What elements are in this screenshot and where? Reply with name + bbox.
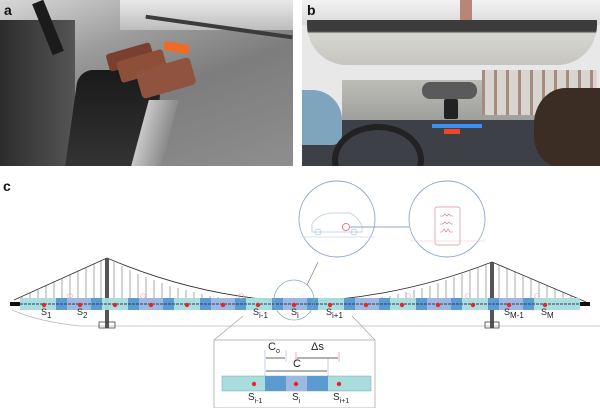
signal-trace-1 (440, 213, 453, 217)
car-callout-circle (298, 180, 376, 258)
photo-dashboard (0, 0, 293, 166)
segment-label-si-1: Si-1 (253, 307, 268, 320)
car-markers (67, 293, 540, 299)
inset-label-si: Si (292, 392, 301, 405)
rearview-mirror (422, 82, 477, 99)
segment-label-sm-1: SM-1 (504, 307, 524, 320)
orange-sensor-on-dash (444, 129, 460, 134)
steering-column (0, 20, 75, 166)
segment-label-si: Si (291, 307, 299, 320)
inset-label-si+1: Si+1 (333, 392, 350, 405)
bridge-tower (460, 0, 472, 22)
signal-trace-2 (440, 221, 453, 225)
label-c-overlap: Co (268, 341, 280, 356)
segment-label-sm: SM (541, 307, 554, 320)
panel-label-a: a (4, 2, 12, 18)
left-back-cable (13, 257, 108, 301)
segment-label-si+1: Si+1 (326, 307, 343, 320)
inset-guides (264, 350, 329, 376)
inset-label-si-1: Si-1 (248, 392, 263, 405)
right-tower (490, 262, 494, 328)
shoreline (11, 309, 600, 327)
callout-connector (306, 261, 319, 286)
car-outline-icon (311, 212, 363, 233)
phone-callout-circle (408, 180, 486, 258)
main-cable (106, 257, 493, 303)
inset-segments (221, 375, 372, 392)
segment-label-s2: S2 (77, 307, 88, 320)
panel-label-c: c (3, 178, 11, 194)
label-delta-s: Δs (311, 341, 324, 353)
sensor-dots (41, 302, 548, 308)
signal-trace-3 (440, 228, 453, 233)
passenger-head (534, 88, 600, 166)
label-c-length: C (293, 358, 301, 370)
magnifier-circle (273, 279, 315, 321)
dimension-arrows (266, 357, 338, 372)
deck-segments (10, 298, 590, 310)
blue-phone-on-dash (432, 124, 482, 128)
panel-label-b: b (307, 2, 316, 18)
phone-location-icon (342, 223, 350, 231)
right-tower-base (484, 321, 500, 329)
inset-box (213, 339, 376, 408)
left-tower (105, 258, 109, 328)
mounted-phone (444, 99, 458, 119)
left-tower-base (98, 321, 116, 329)
photo-car-interior-bridge (302, 0, 600, 166)
segment-label-s1: S1 (41, 307, 52, 320)
roof-liner (307, 20, 597, 65)
smartphone-icon (434, 206, 461, 246)
